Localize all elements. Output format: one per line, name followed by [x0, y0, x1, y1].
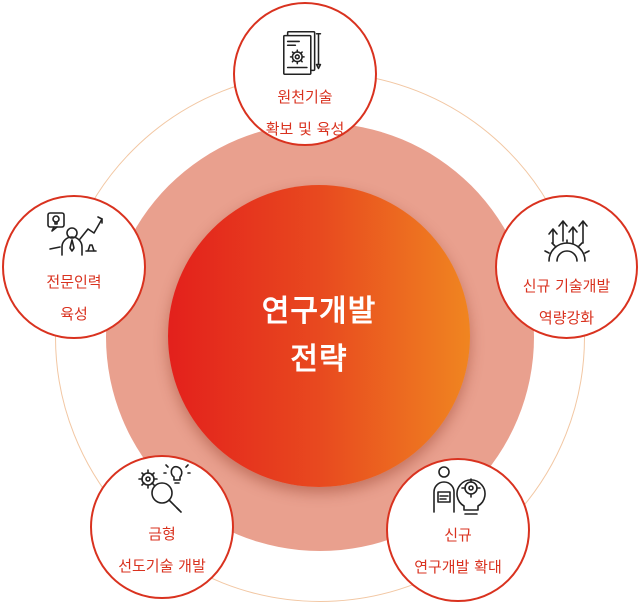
node-new-tech-capability-line2: 역량강화: [538, 309, 595, 327]
node-mold-leading-tech-line2: 선도기술 개발: [118, 557, 206, 575]
node-talent-development-line2: 육성: [60, 305, 88, 323]
node-core-technology: 원천기술 확보 및 육성: [233, 2, 377, 146]
node-new-tech-capability-line1: 신규 기술개발: [522, 277, 611, 295]
node-core-technology-line2: 확보 및 육성: [265, 120, 345, 138]
researcher-bulb-gear-icon: [433, 466, 486, 515]
node-talent-development-line1: 전문인력: [46, 273, 102, 291]
person-idea-growth-icon: [47, 212, 103, 256]
arrows-up-gear-icon: [543, 220, 590, 262]
node-core-technology-line1: 원천기술: [277, 88, 333, 106]
node-mold-leading-tech-line1: 금형: [148, 525, 176, 543]
node-talent-development: 전문인력 육성: [2, 195, 146, 339]
node-new-rnd-expansion: 신규 연구개발 확대: [386, 458, 530, 602]
node-new-rnd-expansion-line1: 신규: [444, 526, 472, 544]
center-title-line2: 전략: [290, 342, 348, 377]
center-circle: 연구개발 전략: [168, 185, 470, 487]
node-new-rnd-expansion-line2: 연구개발 확대: [414, 558, 502, 576]
document-gear-icon: [283, 31, 322, 75]
node-mold-leading-tech: 금형 선도기술 개발: [90, 455, 234, 599]
center-title-line1: 연구개발: [261, 294, 377, 329]
node-new-tech-capability: 신규 기술개발 역량강화: [495, 195, 638, 339]
gear-magnifier-bulb-icon: [138, 464, 191, 513]
